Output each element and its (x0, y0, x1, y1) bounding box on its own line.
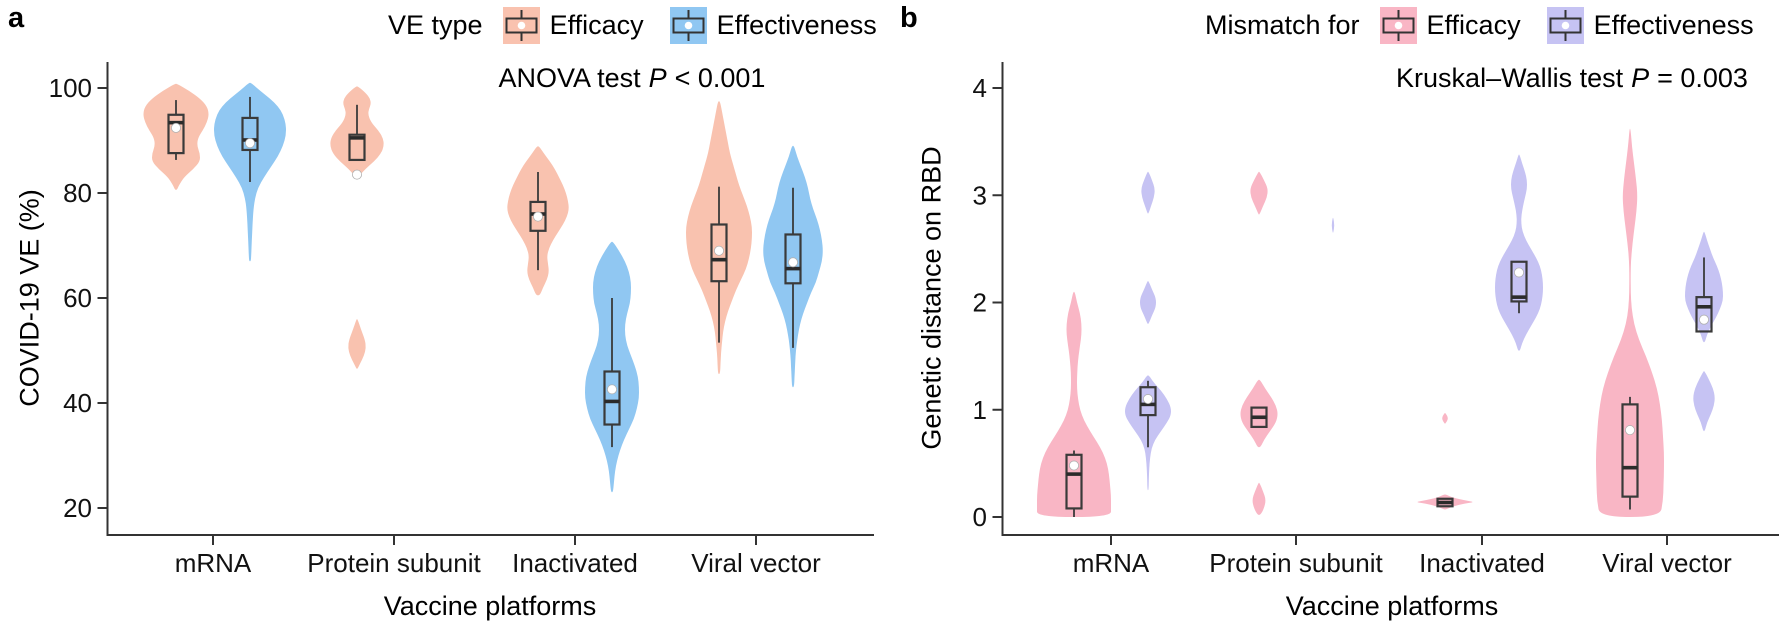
y-tick-label: 20 (63, 493, 92, 523)
anova-test-annotation: ANOVA test P < 0.001 (499, 63, 766, 94)
p-value: < 0.001 (674, 63, 766, 93)
legend-title: Mismatch for (1205, 9, 1360, 40)
violin-effectiveness (1331, 217, 1335, 233)
mean-dot (1699, 314, 1710, 325)
x-category-label: Protein subunit (307, 548, 481, 578)
x-category-label: mRNA (1073, 548, 1150, 578)
legend-item-effectiveness: Effectiveness (669, 6, 877, 44)
mean-dot (533, 211, 544, 222)
box (1139, 386, 1157, 417)
x-category-label: Viral vector (691, 548, 821, 578)
test-name: ANOVA test (498, 63, 641, 93)
legend-item-efficacy: Efficacy (502, 6, 644, 44)
box (1510, 260, 1528, 303)
violin-effectiveness (1495, 154, 1543, 351)
y-tick-label: 0 (973, 502, 987, 532)
box (710, 223, 728, 283)
y-tick-label: 60 (63, 283, 92, 313)
box (348, 133, 366, 162)
mean-dot (351, 169, 362, 180)
y-tick-label: 80 (63, 178, 92, 208)
violin-efficacy (686, 101, 752, 375)
violin-efficacy (1442, 413, 1448, 424)
y-tick-label: 2 (973, 288, 987, 318)
violin-efficacy (143, 83, 209, 190)
test-name: Kruskal–Wallis test (1396, 63, 1624, 93)
violin-efficacy (348, 319, 366, 369)
y-axis-title-b: Genetic distance on RBD (916, 146, 947, 450)
panel-a-label: a (8, 2, 25, 34)
mean-dot (607, 384, 618, 395)
legend-label: Effectiveness (1593, 9, 1754, 40)
panel-b-label: b (900, 2, 918, 34)
mean-dot (788, 257, 799, 268)
violin-efficacy (1596, 128, 1664, 518)
box (241, 116, 259, 152)
x-category-label: Protein subunit (1209, 548, 1383, 578)
mean-dot (1625, 425, 1636, 436)
boxplot-key-icon (669, 6, 707, 44)
x-axis-title-a: Vaccine platforms (383, 591, 597, 621)
box (1065, 453, 1083, 510)
box (1621, 403, 1639, 498)
box (784, 233, 802, 285)
legend-label: Efficacy (1426, 9, 1521, 40)
violin-efficacy (1240, 379, 1278, 448)
p-symbol: P (648, 63, 667, 93)
mean-dot (1143, 394, 1154, 405)
mean-dot (1514, 267, 1525, 278)
x-axis-title-b: Vaccine platforms (1285, 591, 1499, 621)
mean-dot (1069, 460, 1080, 471)
box (603, 370, 621, 426)
mean-dot (714, 245, 725, 256)
mean-dot (244, 138, 255, 149)
y-tick-label: 3 (973, 180, 987, 210)
y-tick-label: 4 (973, 73, 987, 103)
legend-mismatch-for: Mismatch for Efficacy Effectiveness (1205, 5, 1754, 45)
x-category-label: Inactivated (1419, 548, 1545, 578)
legend-item-efficacy: Efficacy (1379, 6, 1521, 44)
mean-dot (170, 122, 181, 133)
y-tick-label: 40 (63, 388, 92, 418)
x-category-label: mRNA (175, 548, 252, 578)
violin-efficacy (1252, 482, 1266, 515)
violin-efficacy (1037, 291, 1111, 517)
violin-efficacy (1250, 171, 1268, 215)
p-symbol: P (1631, 63, 1650, 93)
boxplot-key-icon (1379, 6, 1417, 44)
boxplot-key-icon (502, 6, 540, 44)
x-category-label: Inactivated (512, 548, 638, 578)
violin-effectiveness (1141, 171, 1155, 214)
violin-effectiveness (1140, 281, 1156, 324)
box (529, 200, 547, 232)
legend-ve-type: VE type Efficacy Effectiveness (388, 5, 877, 45)
violin-effectiveness (1693, 371, 1715, 432)
legend-label: Effectiveness (716, 9, 877, 40)
legend-label: Efficacy (549, 9, 644, 40)
kruskal-wallis-annotation: Kruskal–Wallis test P = 0.003 (1396, 63, 1748, 94)
p-value: = 0.003 (1657, 63, 1748, 93)
legend-item-effectiveness: Effectiveness (1546, 6, 1754, 44)
legend-title: VE type (388, 9, 483, 40)
y-tick-label: 100 (49, 73, 92, 103)
x-category-label: Viral vector (1602, 548, 1732, 578)
boxplot-key-icon (1546, 6, 1584, 44)
y-tick-label: 1 (973, 395, 987, 425)
box (167, 113, 185, 155)
y-axis-title-a: COVID-19 VE (%) (14, 189, 45, 407)
box (1695, 296, 1713, 333)
